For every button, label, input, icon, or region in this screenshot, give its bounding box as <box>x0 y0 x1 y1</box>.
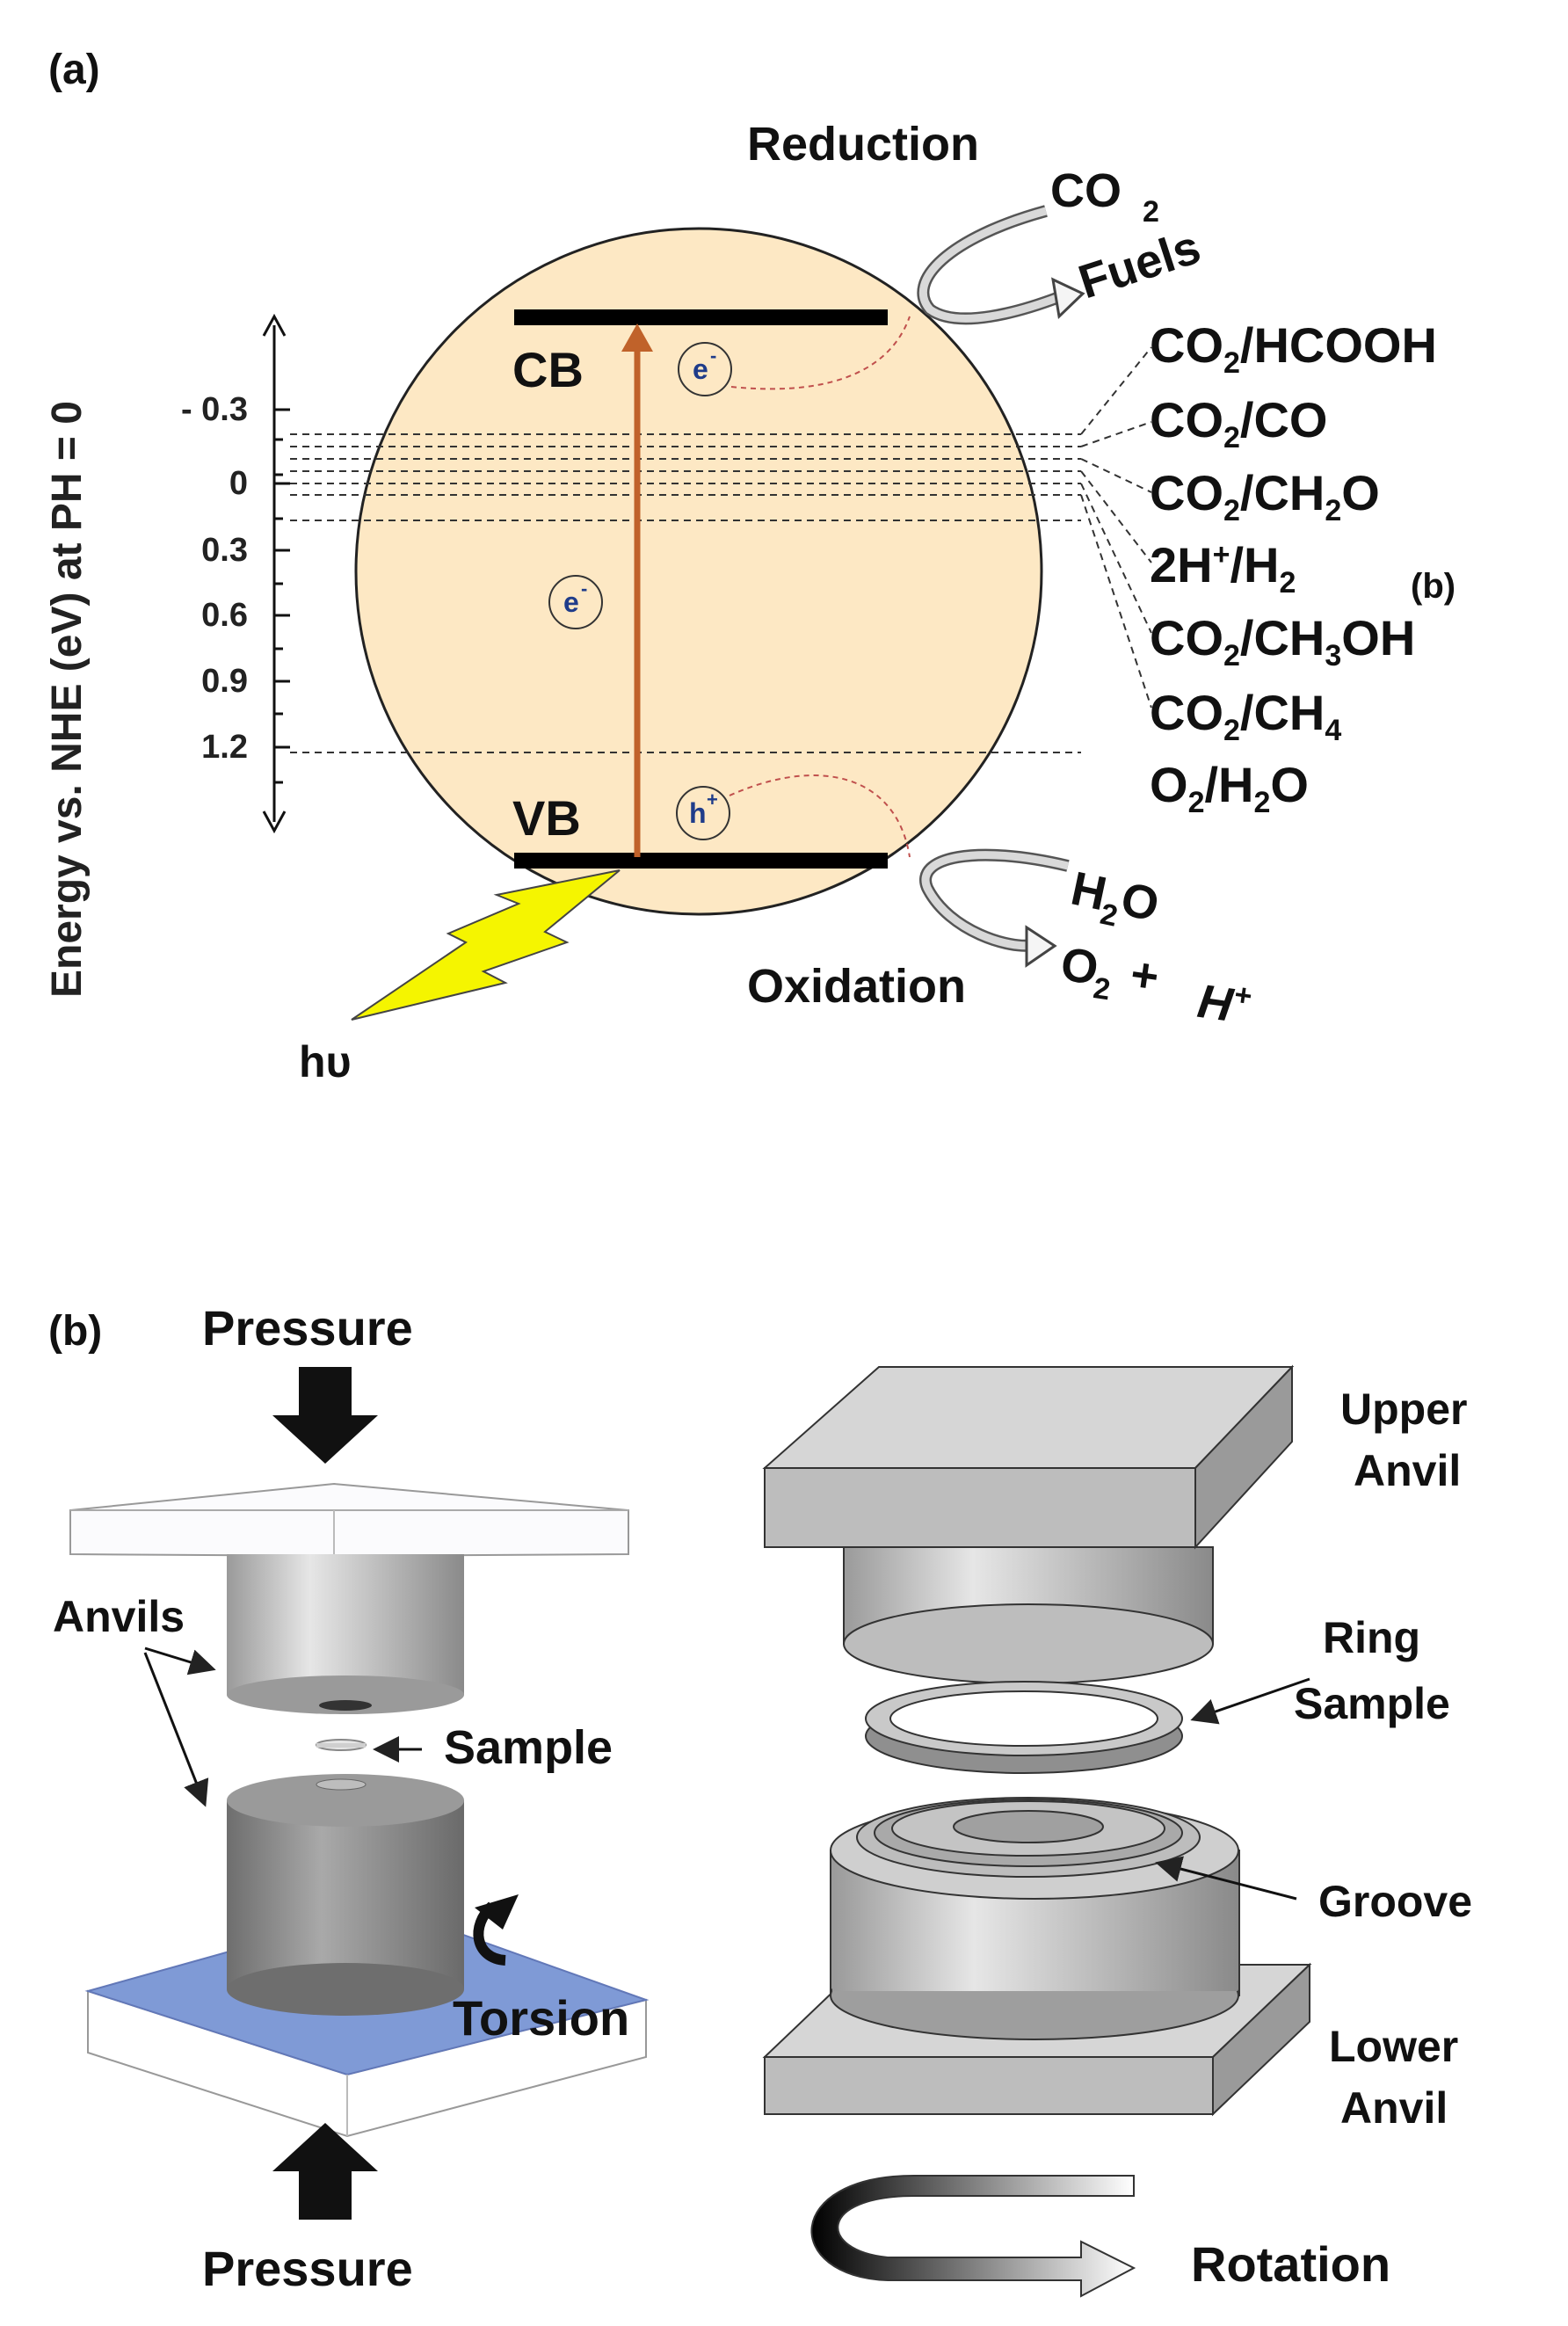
tick-label-1.2: 1.2 <box>201 729 248 766</box>
ring-sample-label-2: Sample <box>1294 1679 1450 1728</box>
panel-b: (b) Pressure Anvils Sample <box>48 1300 1472 2298</box>
upper-anvil-cylinder <box>227 1554 464 1714</box>
energy-axis: - 0.3 0 0.3 0.6 0.9 1.2 <box>181 313 290 834</box>
valence-band <box>514 853 888 869</box>
ring-sample-exploded <box>865 1681 1183 1774</box>
oxidation-arrow <box>919 848 1070 968</box>
tick-label-0: 0 <box>229 465 248 502</box>
h2o-reactant: H 2 O <box>1067 862 1164 934</box>
rotation-label: Rotation <box>1191 2236 1390 2292</box>
reduction-label: Reduction <box>747 118 979 171</box>
panel-a: (a) Energy vs. NHE (eV) at PH = 0 <box>44 47 1455 1087</box>
svg-text:+: + <box>1232 978 1254 1013</box>
redox-couples: CO2/HCOOH CO2/CO CO2/CH2O 2H+/H2 (b) CO2… <box>1150 317 1455 819</box>
lower-anvil-label-2: Anvil <box>1340 2083 1448 2133</box>
lightning-icon <box>351 869 621 1021</box>
upper-anvil-label-2: Anvil <box>1354 1446 1461 1495</box>
y-axis-title: Energy vs. NHE (eV) at PH = 0 <box>44 401 91 998</box>
sub-b-tag: (b) <box>1411 567 1455 606</box>
anvils-label: Anvils <box>53 1592 185 1641</box>
semiconductor-particle <box>354 227 1043 916</box>
svg-text:-: - <box>581 578 587 600</box>
svg-text:H: H <box>1194 975 1237 1032</box>
sample-label: Sample <box>444 1721 613 1774</box>
co2-reactant: CO 2 <box>1050 164 1159 229</box>
upper-anvil-exploded <box>762 1364 1295 1684</box>
svg-text:e: e <box>563 586 579 618</box>
svg-text:CO: CO <box>1050 164 1122 217</box>
tick-label-0.6: 0.6 <box>201 597 248 634</box>
svg-text:-: - <box>710 345 716 367</box>
upper-anvil-label-1: Upper <box>1340 1385 1467 1434</box>
ring-sample-pointer <box>1190 1677 1310 1725</box>
oxidation-label: Oxidation <box>747 960 966 1013</box>
groove-pointer <box>1155 1856 1297 1901</box>
anvils-pointer-upper <box>144 1646 216 1675</box>
svg-text:+: + <box>707 789 718 810</box>
sample-disc <box>316 1739 367 1751</box>
couple-o2-h2o: O2/H2O <box>1150 757 1309 819</box>
panel-a-label: (a) <box>48 47 100 93</box>
potential-lines <box>290 433 1081 753</box>
svg-text:O: O <box>1116 873 1164 932</box>
svg-text:+: + <box>1128 948 1163 1004</box>
pressure-bottom-label: Pressure <box>202 2241 413 2296</box>
couple-co2-co: CO2/CO <box>1150 392 1327 454</box>
torsion-arrow-icon <box>473 1894 519 1966</box>
panel-b-label: (b) <box>48 1308 102 1355</box>
couple-connectors <box>1080 346 1152 709</box>
cb-label: CB <box>512 342 584 397</box>
fuels-label: Fuels <box>1072 221 1207 309</box>
excitation-arrow <box>621 323 653 857</box>
couple-co2-hcooh: CO2/HCOOH <box>1150 317 1437 380</box>
tick-label-0.3: 0.3 <box>201 532 248 569</box>
hv-label: hυ <box>299 1037 352 1087</box>
hole-vb: h + <box>676 786 730 840</box>
reduction-arrow <box>917 205 1085 325</box>
top-platen <box>69 1482 629 1558</box>
conduction-band <box>514 309 888 325</box>
svg-text:e: e <box>693 353 708 385</box>
couple-h-h2: 2H+/H2 <box>1150 537 1296 600</box>
electron-cb: e - <box>678 342 732 396</box>
svg-text:h: h <box>689 797 707 829</box>
anvils-pointer-lower <box>143 1652 209 1807</box>
lower-anvil-cylinder <box>227 1774 464 2016</box>
groove-label: Groove <box>1318 1877 1472 1926</box>
svg-text:2: 2 <box>1143 195 1159 229</box>
o2-hplus-products: O 2 + H + <box>1057 938 1254 1032</box>
couple-co2-ch4: CO2/CH4 <box>1150 685 1341 747</box>
torsion-label: Torsion <box>453 1990 629 2046</box>
electron-mid: e - <box>548 575 603 629</box>
couple-co2-ch2o: CO2/CH2O <box>1150 465 1380 527</box>
electron-transfer-path <box>730 316 911 390</box>
ring-sample-label-1: Ring <box>1323 1613 1420 1662</box>
lower-anvil-label-1: Lower <box>1329 2022 1458 2071</box>
couple-co2-ch3oh: CO2/CH3OH <box>1150 610 1415 672</box>
vb-label: VB <box>512 790 581 846</box>
lower-anvil-exploded <box>762 1797 1312 2117</box>
tick-label-neg0.3: - 0.3 <box>181 391 248 428</box>
rotation-arrow-icon <box>810 2175 1136 2298</box>
pressure-down-arrow <box>272 1367 378 1464</box>
pressure-top-label: Pressure <box>202 1300 413 1356</box>
svg-text:O: O <box>1057 938 1101 995</box>
pressure-up-arrow <box>272 2123 378 2220</box>
svg-text:2: 2 <box>1091 971 1112 1007</box>
hole-transfer-path <box>729 774 911 858</box>
tick-label-0.9: 0.9 <box>201 663 248 700</box>
